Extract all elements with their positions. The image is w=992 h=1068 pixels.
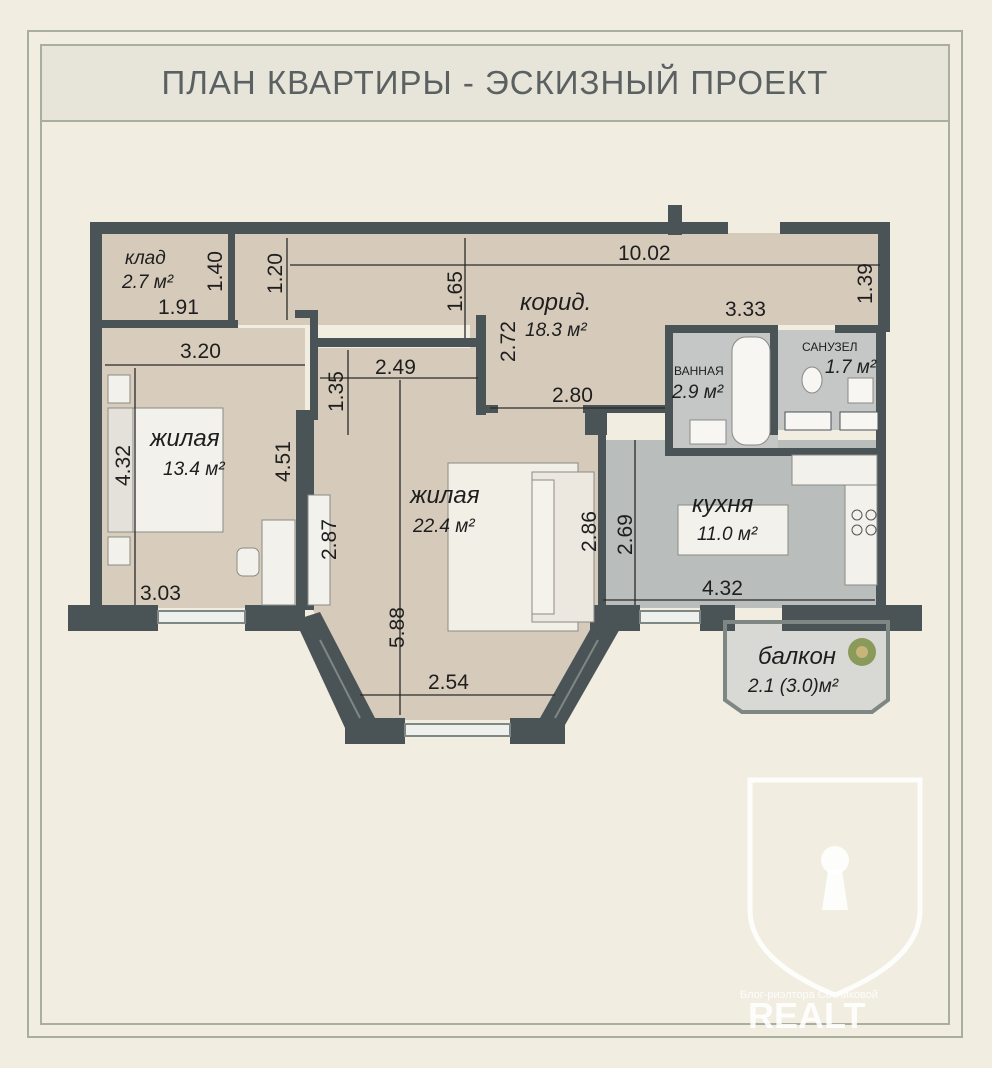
dimension-label: 2.49 <box>375 356 416 379</box>
dimension-label: 1.65 <box>444 271 467 312</box>
room-name: САНУЗЕЛ <box>802 340 858 354</box>
balcony-rail <box>723 620 890 714</box>
plant-icon <box>848 638 876 666</box>
walls <box>68 205 922 744</box>
room-area: 2.1 (3.0)м² <box>747 676 839 697</box>
dimension-label: 3.33 <box>725 298 766 321</box>
wc-shelf <box>839 411 879 431</box>
dimension-label: 3.03 <box>140 582 181 605</box>
kitchen-counter <box>791 454 878 586</box>
nightstand <box>107 374 131 404</box>
watermark-caption: Блог-риэлтора Сотниковой <box>740 989 878 1001</box>
dimension-label: 1.20 <box>264 253 287 294</box>
balcony-floor <box>725 622 888 712</box>
room-name: корид. <box>520 289 591 316</box>
dimension-label: 1.91 <box>158 296 199 319</box>
dimension-label: 4.32 <box>112 445 135 486</box>
dimension-label: 2.80 <box>552 384 593 407</box>
dimension-lines <box>105 238 880 715</box>
tv-stand <box>307 494 331 606</box>
dimension-label: 2.54 <box>428 671 469 694</box>
dimension-label: 1.39 <box>854 263 877 304</box>
dimension-label: 4.32 <box>702 577 743 600</box>
room-area: 22.4 м² <box>412 516 475 537</box>
dimension-label: 3.20 <box>180 340 221 363</box>
dimension-label: 4.51 <box>272 441 295 482</box>
room-area: 2.9 м² <box>671 382 724 403</box>
dimension-label: 10.02 <box>618 242 671 265</box>
bathtub <box>731 336 771 446</box>
room-area: 11.0 м² <box>697 524 758 545</box>
room-area: 18.3 м² <box>525 320 587 341</box>
title-banner: ПЛАН КВАРТИРЫ - ЭСКИЗНЫЙ ПРОЕКТ <box>40 44 950 122</box>
room-name: жилая <box>409 482 480 509</box>
inner-frame <box>40 120 950 1025</box>
bath-sink <box>689 419 727 445</box>
room-name: кухня <box>692 491 754 518</box>
room-labels: клад 2.7 м² корид. 18.3 м² ВАННАЯ 2.9 м²… <box>121 248 877 697</box>
room-area: 1.7 м² <box>825 357 877 378</box>
room-name: клад <box>125 248 166 269</box>
windows <box>157 610 701 737</box>
toilet <box>801 366 823 394</box>
room-name: балкон <box>758 643 836 670</box>
dimension-label: 2.72 <box>497 321 520 362</box>
dimension-label: 1.40 <box>204 251 227 292</box>
room-area: 13.4 м² <box>163 459 225 480</box>
nightstand <box>107 536 131 566</box>
watermark-brand: REALT <box>748 995 865 1036</box>
outer-frame <box>27 30 963 1038</box>
dimension-label: 1.35 <box>325 371 348 412</box>
dimension-label: 2.69 <box>614 514 637 555</box>
dining-table <box>677 504 789 556</box>
dimension-labels: 1.40 1.91 1.20 1.65 10.02 1.39 2.72 3.33… <box>112 242 877 694</box>
dimension-label: 5.88 <box>386 607 409 648</box>
bed <box>107 407 224 533</box>
desk <box>261 519 296 606</box>
watermark-logo: Блог-риэлтора Сотниковой REALT <box>740 777 923 1036</box>
chair <box>236 547 260 577</box>
room-area: 2.7 м² <box>121 272 174 293</box>
dimension-label: 2.87 <box>318 519 341 560</box>
dimension-label: 2.86 <box>578 511 601 552</box>
wc-shelf <box>784 411 832 431</box>
sofa <box>531 471 595 623</box>
room-name: ВАННАЯ <box>674 364 724 378</box>
page-title: ПЛАН КВАРТИРЫ - ЭСКИЗНЫЙ ПРОЕКТ <box>161 64 829 101</box>
wc-sink <box>847 377 874 404</box>
bay-floor <box>313 610 603 720</box>
room-name: жилая <box>149 425 220 452</box>
